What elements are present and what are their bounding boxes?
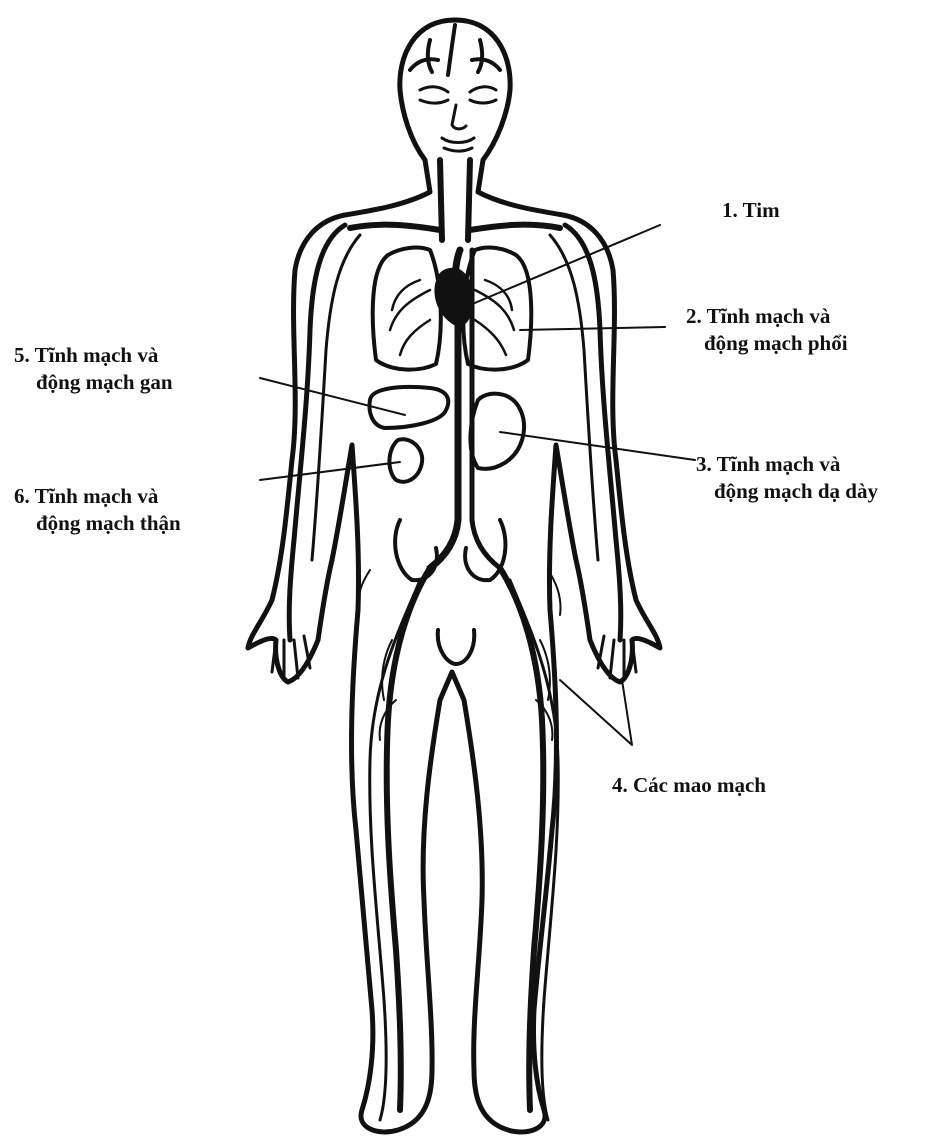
label-pulmonary-line1: 2. Tĩnh mạch và <box>686 303 848 330</box>
label-pulmonary: 2. Tĩnh mạch và động mạch phổi <box>686 303 848 357</box>
bladder <box>438 630 474 664</box>
left-lung <box>373 248 441 370</box>
body-outline <box>248 20 660 1132</box>
label-renal: 6. Tĩnh mạch và động mạch thận <box>14 483 181 537</box>
label-hepatic-line2: động mạch gan <box>14 369 173 396</box>
label-gastric: 3. Tĩnh mạch và động mạch dạ dày <box>696 451 878 505</box>
leader-hepatic <box>260 378 405 415</box>
label-hepatic-line1: 5. Tĩnh mạch và <box>14 342 173 369</box>
liver <box>370 387 449 428</box>
label-heart-line1: 1. Tim <box>722 197 780 224</box>
label-capillaries-line1: 4. Các mao mạch <box>612 772 766 799</box>
arm-vessels-right-2 <box>550 235 598 560</box>
neck-vessels <box>440 160 470 240</box>
label-gastric-line1: 3. Tĩnh mạch và <box>696 451 878 478</box>
leader-capillaries <box>560 680 632 745</box>
label-renal-line1: 6. Tĩnh mạch và <box>14 483 181 510</box>
leader-gastric <box>500 432 695 460</box>
kidney <box>389 439 422 482</box>
label-heart: 1. Tim <box>722 197 780 224</box>
shoulder-vessels <box>350 225 560 230</box>
leader-pulmonary <box>520 327 665 330</box>
leader-renal <box>260 462 400 480</box>
face-features <box>420 87 496 151</box>
label-hepatic: 5. Tĩnh mạch và động mạch gan <box>14 342 173 396</box>
label-gastric-line2: động mạch dạ dày <box>696 478 878 505</box>
label-pulmonary-line2: động mạch phổi <box>686 330 848 357</box>
label-capillaries: 4. Các mao mạch <box>612 772 766 799</box>
stomach <box>470 394 524 469</box>
leader-heart <box>470 225 660 305</box>
label-renal-line2: động mạch thận <box>14 510 181 537</box>
